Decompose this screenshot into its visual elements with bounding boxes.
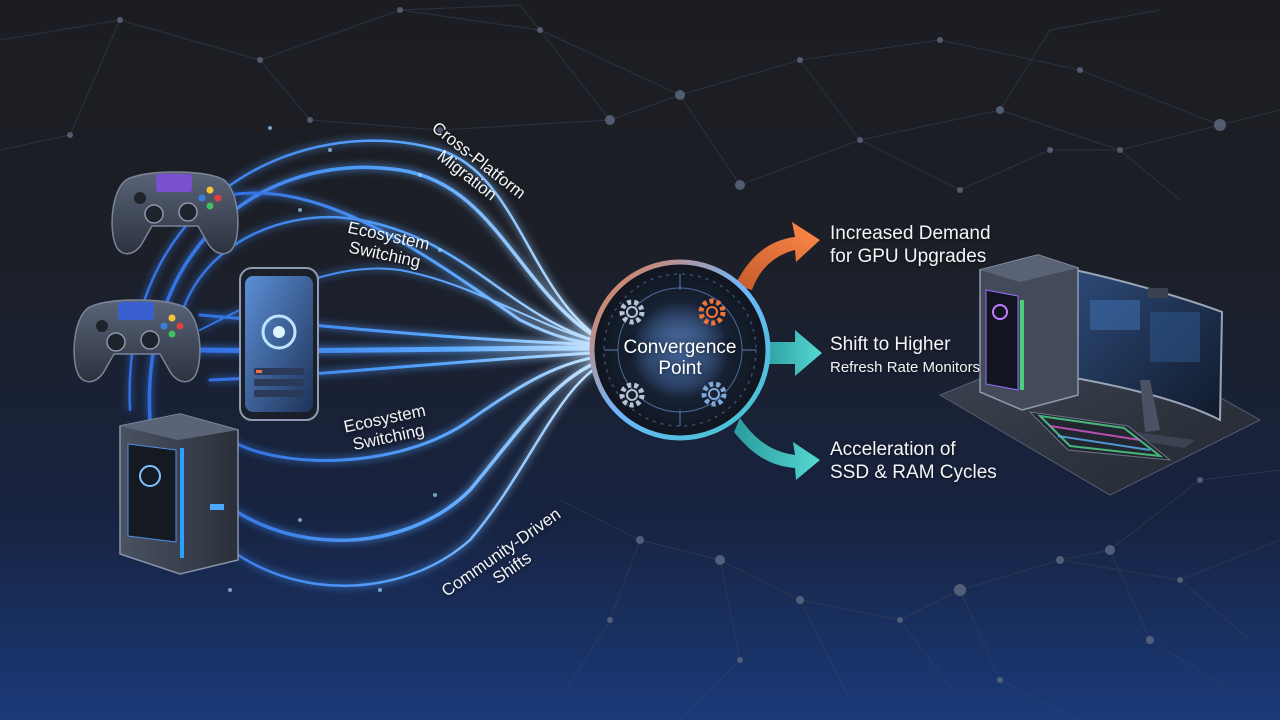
desktop-tower-icon — [979, 254, 1079, 411]
outcome-monitor: Shift to Higher Refresh Rate Monitors — [830, 333, 980, 379]
arrow-gpu — [735, 222, 820, 290]
gear-icon — [701, 381, 727, 407]
gamepad-icon — [111, 171, 239, 255]
gear-icon — [619, 299, 645, 325]
convergence-label: Convergence Point — [580, 337, 780, 379]
outcome-line: Increased Demand — [830, 223, 991, 244]
monitor-icon — [1074, 268, 1224, 448]
gamepad-icon — [73, 299, 201, 383]
desktop-tower-icon — [119, 413, 239, 575]
keyboard-icon — [1028, 411, 1172, 461]
outcome-line: SSD & RAM Cycles — [830, 462, 997, 483]
gear-icon — [698, 298, 726, 326]
smartphone-icon — [239, 267, 319, 421]
arrow-storage — [734, 418, 820, 480]
outcome-storage: Acceleration of SSD & RAM Cycles — [830, 438, 997, 484]
outcome-line: Shift to Higher — [830, 334, 951, 355]
arrow-monitor — [760, 330, 822, 376]
convergence-label-line: Convergence — [623, 337, 737, 358]
outcome-line: for GPU Upgrades — [830, 246, 987, 267]
outcome-line: Acceleration of — [830, 439, 956, 460]
outcome-line: Refresh Rate Monitors — [830, 359, 981, 376]
convergence-label-line: Point — [658, 358, 702, 379]
gear-icon — [619, 382, 645, 408]
outcome-gpu: Increased Demand for GPU Upgrades — [830, 222, 991, 268]
